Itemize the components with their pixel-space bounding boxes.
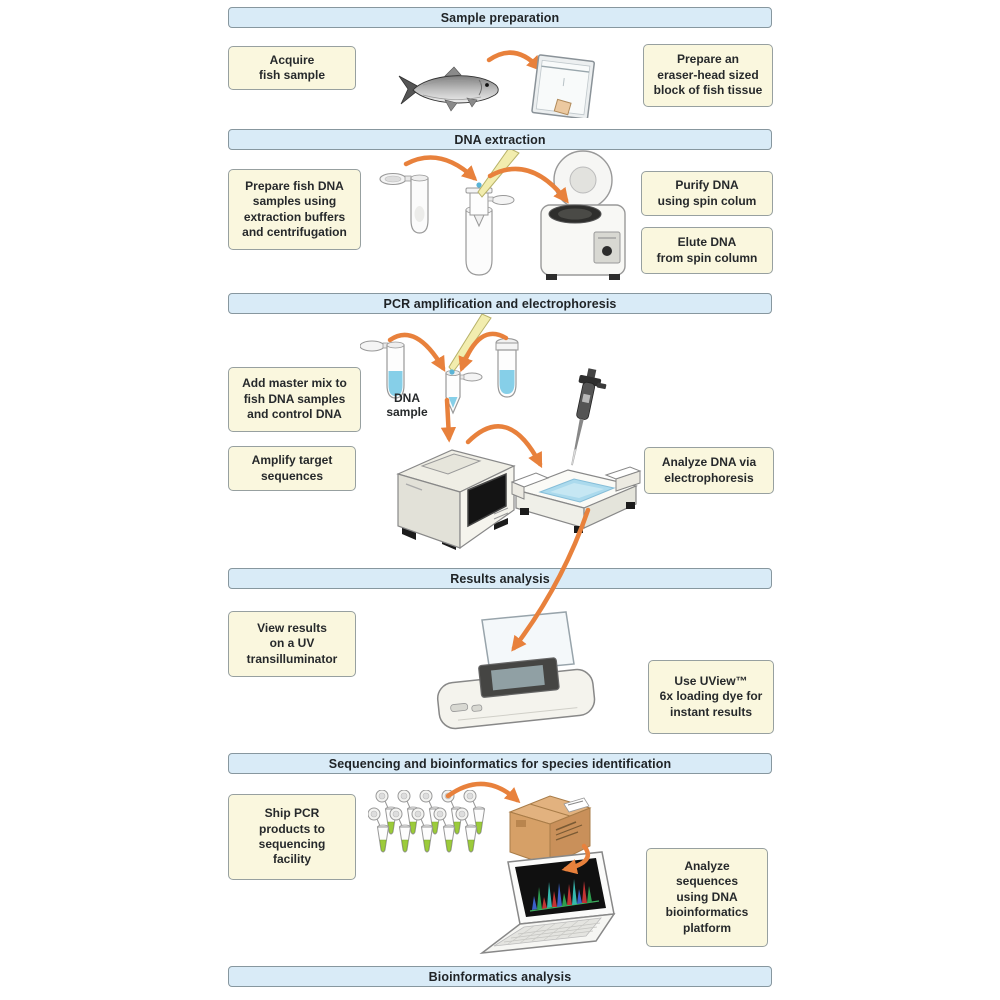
- pcr-thermocycler-illustration: [396, 449, 516, 550]
- dna-sample-tubes-illustration: [360, 314, 519, 415]
- section-header-results-analysis: Results analysis: [228, 568, 772, 589]
- pcr-thermocycler-icon: [396, 449, 516, 550]
- section-header-bioinformatics-analysis: Bioinformatics analysis: [228, 966, 772, 987]
- step-box-elute-dna: Elute DNA from spin column: [641, 227, 773, 274]
- laptop-chromatogram-illustration: [479, 851, 616, 955]
- step-box-prepare-fish-dna: Prepare fish DNA samples using extractio…: [228, 169, 361, 250]
- flow-arrow: [487, 166, 569, 204]
- pcr-tube-strip-icon: [368, 790, 485, 853]
- shipping-box-icon: [508, 795, 592, 867]
- step-box-acquire-fish-sample: Acquire fish sample: [228, 46, 356, 90]
- section-header-sequencing-bioinformatics: Sequencing and bioinformatics for specie…: [228, 753, 772, 774]
- spin-column-icon: [465, 182, 515, 276]
- uv-transilluminator-icon: [436, 611, 596, 730]
- step-box-amplify-target: Amplify target sequences: [228, 446, 356, 491]
- dna-sample-tubes-icon: [360, 337, 519, 415]
- yellow-pipette-icon: [448, 314, 492, 375]
- microcentrifuge-tube-icon: [379, 172, 429, 234]
- dna-extraction-illustration: [379, 148, 626, 280]
- sample-bag-icon: [531, 54, 595, 118]
- step-box-purify-dna: Purify DNA using spin colum: [641, 171, 773, 216]
- flow-arrow: [403, 155, 478, 182]
- fish-to-bag-illustration: [398, 50, 595, 118]
- section-header-sample-preparation: Sample preparation: [228, 7, 772, 28]
- flow-arrow: [458, 331, 509, 373]
- step-box-ship-pcr-products: Ship PCR products to sequencing facility: [228, 794, 356, 880]
- section-header-pcr-amplification: PCR amplification and electrophoresis: [228, 293, 772, 314]
- shipping-box-illustration: [508, 795, 592, 867]
- flow-arrow: [387, 332, 446, 372]
- step-box-analyze-sequences: Analyze sequences using DNA bioinformati…: [646, 848, 768, 947]
- step-box-use-uview-dye: Use UView™ 6x loading dye for instant re…: [648, 660, 774, 734]
- step-box-add-master-mix: Add master mix to fish DNA samples and c…: [228, 367, 361, 432]
- fish-icon: [398, 66, 499, 112]
- dna-sample-label: DNA sample: [386, 391, 428, 419]
- step-box-analyze-dna-electrophoresis: Analyze DNA via electrophoresis: [644, 447, 774, 494]
- laptop-chromatogram-icon: [479, 851, 616, 955]
- uv-transilluminator-illustration: [436, 611, 596, 730]
- micropipette-icon: [571, 368, 607, 466]
- step-box-prepare-tissue-block: Prepare an eraser-head sized block of fi…: [643, 44, 773, 107]
- micropipette-illustration: [571, 368, 607, 466]
- section-header-dna-extraction: DNA extraction: [228, 129, 772, 150]
- flow-arrow: [486, 50, 543, 72]
- gel-electrophoresis-box-icon: [510, 466, 642, 533]
- step-box-view-results-uv: View results on a UV transilluminator: [228, 611, 356, 677]
- centrifuge-icon: [540, 150, 626, 280]
